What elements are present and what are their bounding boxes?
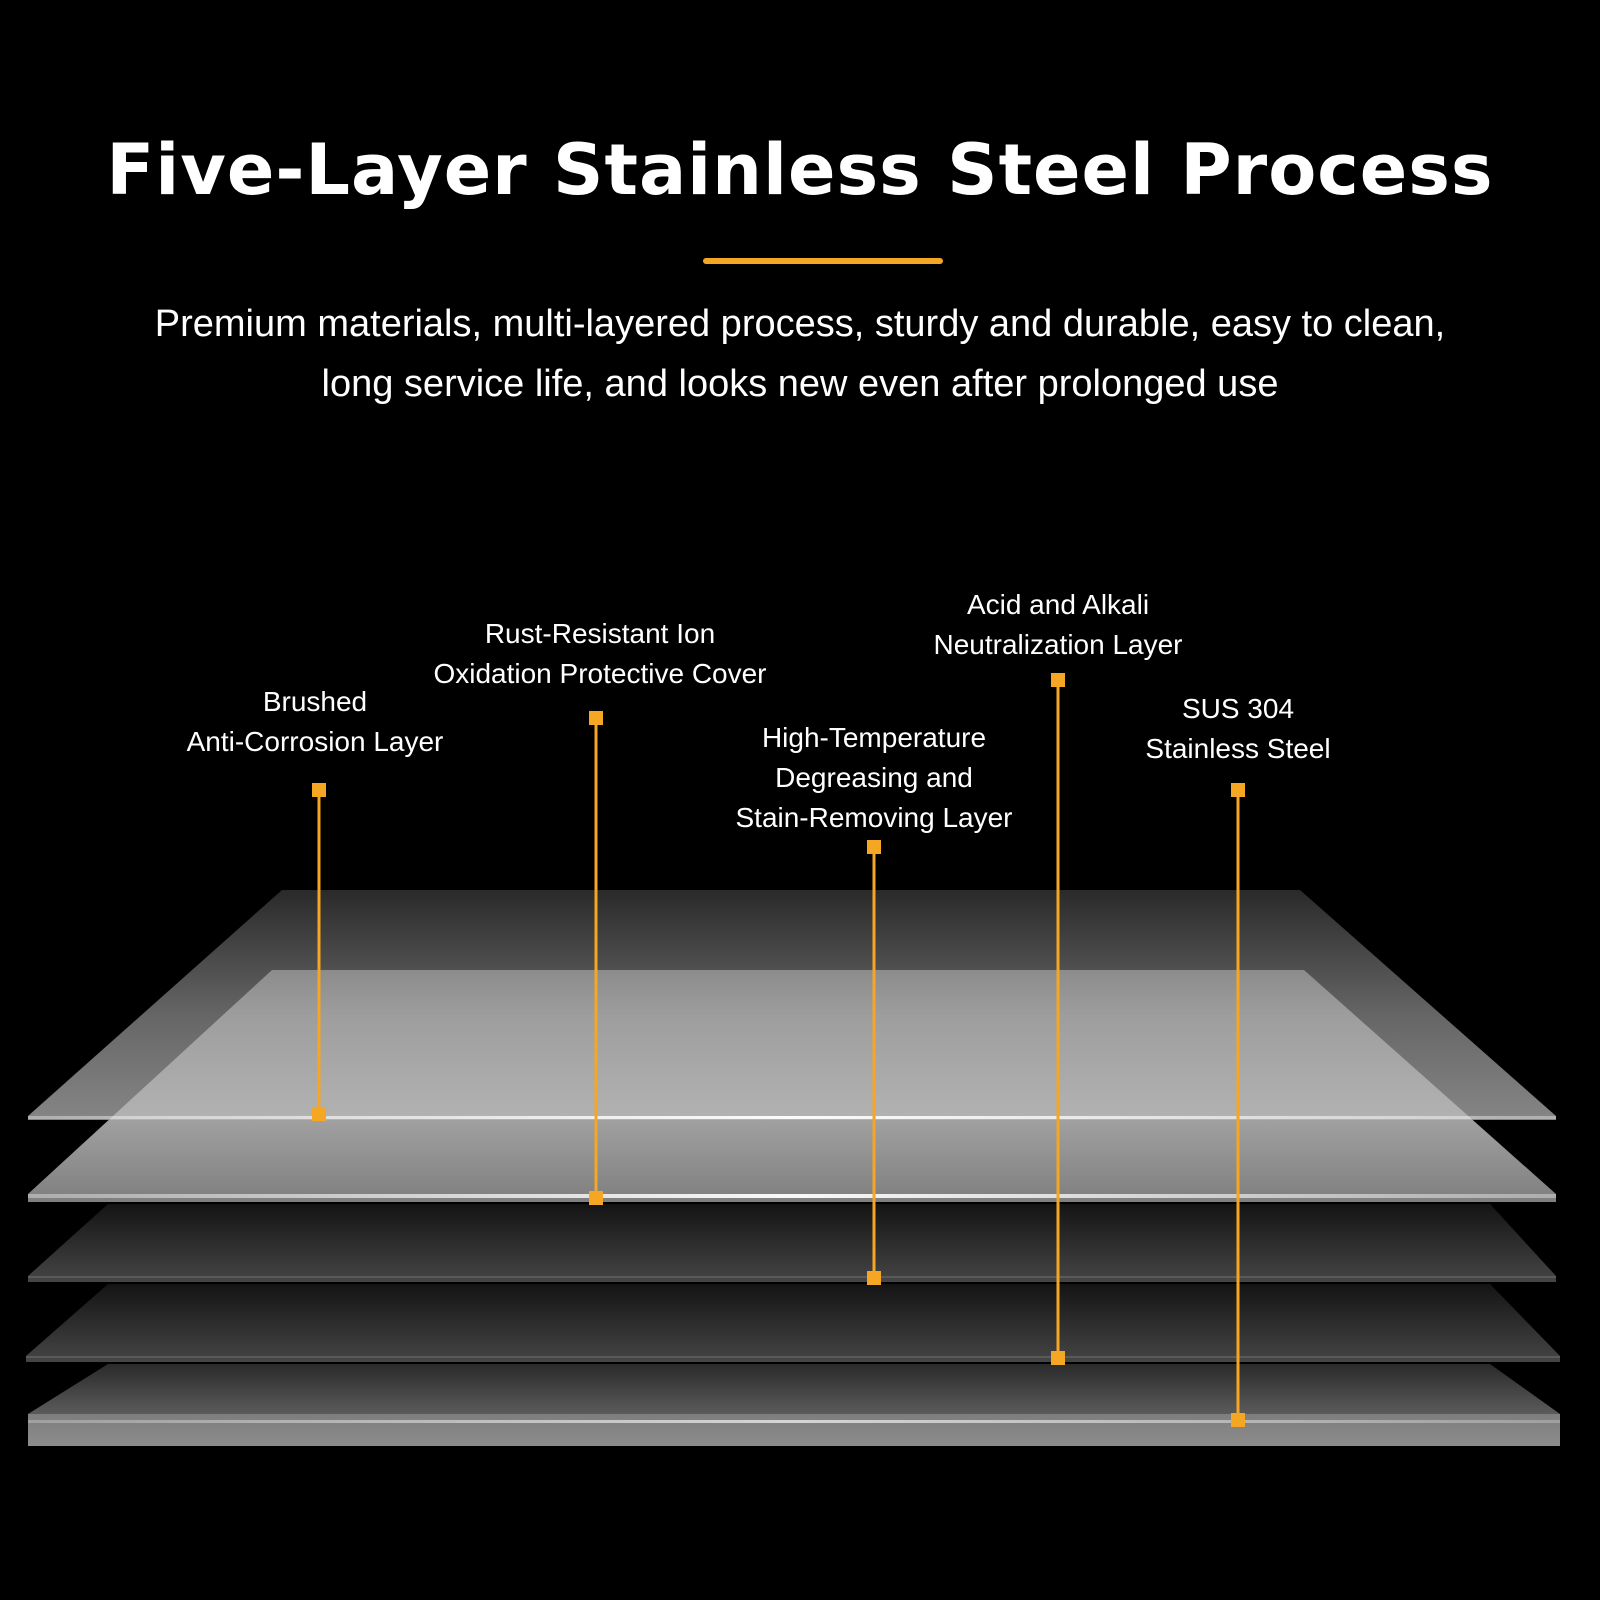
callout-line-2: [589, 711, 603, 1205]
layer-label-1-line-2: Anti-Corrosion Layer: [186, 726, 444, 757]
layer-label-1: Brushed Anti-Corrosion Layer: [155, 682, 475, 762]
callout-line-1: [312, 783, 326, 1121]
layer-label-5: SUS 304 Stainless Steel: [1098, 689, 1378, 769]
callout-line-3: [867, 840, 881, 1285]
layer-label-5-line-2: Stainless Steel: [1145, 733, 1331, 764]
page-title: Five-Layer Stainless Steel Process: [106, 129, 1494, 211]
subtitle-line-1: Premium materials, multi-layered process…: [154, 303, 1446, 345]
layer-label-2-line-2: Oxidation Protective Cover: [433, 658, 767, 689]
layer-label-4: Acid and Alkali Neutralization Layer: [898, 585, 1218, 665]
layer-plate-4: [26, 1284, 1560, 1362]
layer-plate-1: [28, 890, 1556, 1120]
layer-plate-5: [28, 1364, 1560, 1446]
layer-label-3-line-3: Stain-Removing Layer: [735, 802, 1013, 833]
callout-line-4: [1051, 673, 1065, 1365]
layer-label-3-line-2: Degreasing and: [775, 762, 973, 793]
layer-label-3-line-1: High-Temperature: [761, 722, 987, 753]
layer-label-3: High-Temperature Degreasing and Stain-Re…: [704, 718, 1044, 838]
title-underline: [703, 258, 943, 264]
callout-line-5: [1231, 783, 1245, 1427]
subtitle: Premium materials, multi-layered process…: [100, 294, 1500, 414]
layer-plate-3: [28, 1204, 1556, 1282]
layer-label-2: Rust-Resistant Ion Oxidation Protective …: [410, 614, 790, 694]
layer-label-5-line-1: SUS 304: [1181, 693, 1295, 724]
layer-label-1-line-1: Brushed: [262, 686, 368, 717]
layer-label-2-line-1: Rust-Resistant Ion: [484, 618, 716, 649]
layer-label-4-line-2: Neutralization Layer: [933, 629, 1183, 660]
layer-label-4-line-1: Acid and Alkali: [966, 589, 1150, 620]
subtitle-line-2: long service life, and looks new even af…: [321, 363, 1279, 405]
